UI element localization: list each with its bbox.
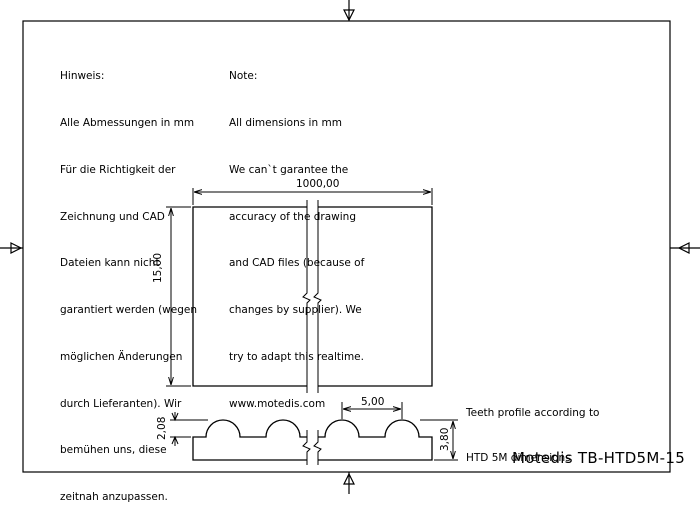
- teeth-profile-note-line: Teeth profile according to: [466, 407, 600, 419]
- teeth-profile-note: Teeth profile according to HTD 5M dimens…: [466, 376, 599, 481]
- note-german-line: möglichen Änderungen: [60, 350, 183, 363]
- note-english-website: www.motedis.com: [229, 397, 326, 410]
- note-german-line: durch Lieferanten). Wir: [60, 397, 182, 410]
- centering-mark-right: [670, 242, 700, 254]
- note-english-line: changes by supplier). We: [229, 304, 362, 317]
- note-english-heading: Note:: [229, 70, 258, 83]
- pitch-dimension: [341, 402, 403, 419]
- note-german-line: Für die Richtigkeit der: [60, 163, 176, 176]
- note-german-heading: Hinweis:: [60, 70, 105, 83]
- note-english-line: try to adapt this realtime.: [229, 350, 364, 363]
- total-height-dimension: [420, 419, 458, 461]
- note-german-line: zeitnah anzupassen.: [60, 491, 168, 504]
- length-dimension: [192, 188, 433, 205]
- note-german-line: Alle Abmessungen in mm: [60, 116, 195, 129]
- note-german-line: Zeichnung und CAD: [60, 210, 165, 223]
- width-dimension: [166, 206, 191, 387]
- note-english-line: We can`t garantee the: [229, 163, 349, 176]
- note-english: Note: All dimensions in mm We can`t gara…: [229, 38, 364, 428]
- belt-top-view: [192, 200, 433, 393]
- note-german-line: garantiert werden (wegen: [60, 304, 197, 317]
- title-block: Motedis TB-HTD5M-15: [512, 449, 686, 467]
- note-german-line: Dateien kann nicht: [60, 257, 160, 270]
- centering-mark-top: [343, 0, 355, 22]
- belt-side-profile: [192, 419, 433, 465]
- note-english-line: and CAD files (because of: [229, 257, 365, 270]
- note-german-line: bemühen uns, diese: [60, 444, 167, 457]
- centering-mark-left: [0, 242, 23, 254]
- note-german: Hinweis: Alle Abmessungen in mm Für die …: [60, 38, 197, 521]
- teeth-profile-note-line: HTD 5M dimensions: [466, 452, 571, 464]
- length-dimension-label: 1000,00: [296, 178, 340, 190]
- note-english-line: All dimensions in mm: [229, 116, 342, 129]
- sheet-border: [22, 20, 671, 473]
- pitch-dimension-label: 5,00: [361, 396, 385, 408]
- tooth-height-label: 2,08: [156, 416, 168, 440]
- drawing-sheet: [0, 0, 700, 494]
- total-height-label: 3,80: [439, 427, 451, 451]
- note-english-line: accuracy of the drawing: [229, 210, 356, 223]
- centering-mark-bottom: [343, 472, 355, 494]
- width-dimension-label: 15,00: [152, 252, 164, 283]
- tooth-height-dimension: [170, 412, 208, 446]
